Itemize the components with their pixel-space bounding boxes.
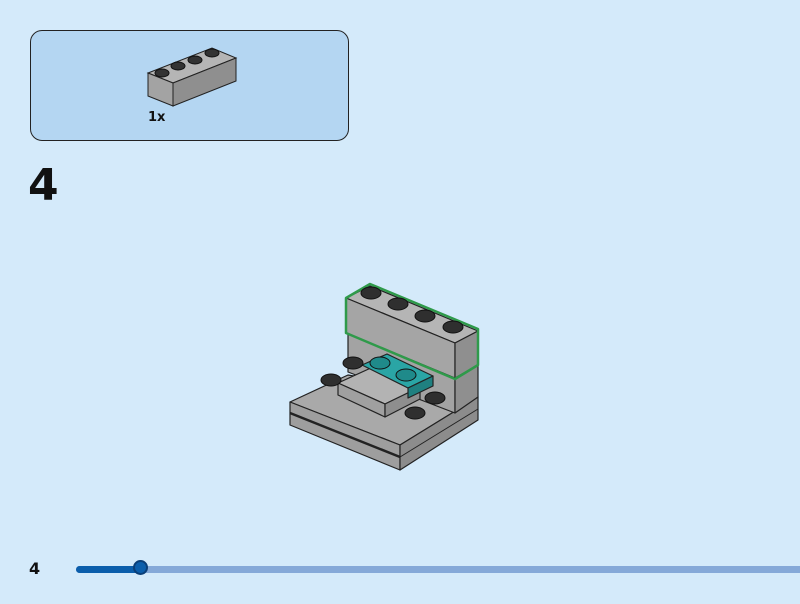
progress-fill	[76, 566, 142, 573]
part-brick-1x4-icon	[146, 47, 238, 107]
progress-marker	[133, 560, 149, 575]
page-number: 4	[29, 559, 41, 578]
build-model-illustration	[289, 282, 480, 471]
step-number: 4	[28, 160, 59, 211]
part-quantity: 1x	[148, 110, 166, 125]
progress-bar	[76, 560, 800, 575]
